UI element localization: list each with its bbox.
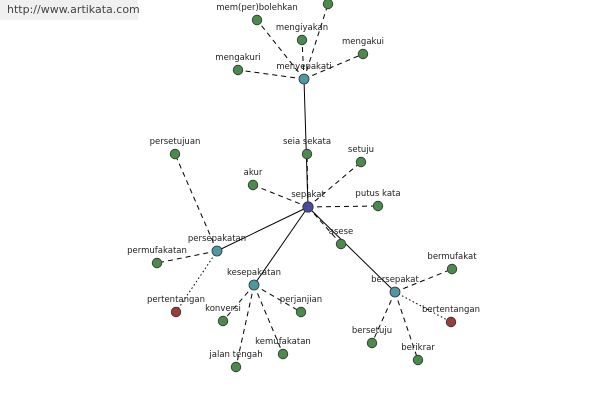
label-menyepakati[interactable]: menyepakati [276,62,331,72]
node-mem-per-bolehkan[interactable] [251,14,263,26]
label-mengakuri[interactable]: mengakuri [215,53,260,63]
label-konversi[interactable]: konversi [205,304,241,314]
label-persetujuan[interactable]: persetujuan [150,137,201,147]
label-jalan-tengah[interactable]: jalan tengah [208,350,262,360]
label-persepakatan[interactable]: persepakatan [188,234,246,244]
node-putus-kata[interactable] [372,200,384,212]
node-top-unlabeled[interactable] [322,0,334,10]
edge-kesepakatan-konversi [222,284,255,322]
label-berikrar[interactable]: berikrar [401,343,435,353]
edge-menyepakati-mengakui [303,53,364,80]
edge-sepakat-akur [252,184,309,208]
label-asese[interactable]: asese [329,227,354,237]
node-perjanjian[interactable] [295,306,307,318]
node-bersepakat[interactable] [389,286,401,298]
edge-kesepakatan-perjanjian [253,284,302,313]
label-sepakat[interactable]: sepakat [291,190,325,200]
node-mengakuri[interactable] [232,64,244,76]
label-mengiyakan[interactable]: mengiyakan [276,23,328,33]
edge-sepakat-setuju [307,161,362,208]
node-sepakat[interactable] [302,201,314,213]
node-bersetuju[interactable] [366,337,378,349]
label-bersepakat[interactable]: bersepakat [371,275,419,285]
node-seia-sekata[interactable] [301,148,313,160]
edge-menyepakati-top-unlabeled [303,3,329,80]
edge-sepakat-persepakatan [216,206,309,252]
node-mengiyakan[interactable] [296,34,308,46]
edge-sepakat-bersepakat [307,206,396,293]
label-kemufakatan[interactable]: kemufakatan [255,337,311,347]
edge-menyepakati-mengiyakan [301,39,305,80]
label-bersetuju[interactable]: bersetuju [352,326,392,336]
node-bermufakat[interactable] [446,263,458,275]
node-permufakatan[interactable] [151,257,163,269]
node-menyepakati[interactable] [298,73,310,85]
node-asese[interactable] [335,238,347,250]
node-kesepakatan[interactable] [248,279,260,291]
label-kesepakatan[interactable]: kesepakatan [227,268,281,278]
edges-layer [156,3,453,368]
node-kemufakatan[interactable] [277,348,289,360]
node-akur[interactable] [247,179,259,191]
edge-sepakat-asese [307,206,342,245]
label-bertentangan[interactable]: bertentangan [422,305,480,315]
site-url[interactable]: http://www.artikata.com [0,0,140,20]
node-jalan-tengah[interactable] [230,361,242,373]
node-persetujuan[interactable] [169,148,181,160]
label-mengakui[interactable]: mengakui [342,37,384,47]
node-mengakui[interactable] [357,48,369,60]
edge-menyepakati-mengakuri [237,69,305,80]
label-bermufakat[interactable]: bermufakat [427,252,477,262]
edge-sepakat-putus-kata [307,205,379,208]
edge-sepakat-kesepakatan [253,206,309,286]
node-setuju[interactable] [355,156,367,168]
edge-persepakatan-pertentangan-left [175,250,218,313]
node-konversi[interactable] [217,315,229,327]
label-putus-kata[interactable]: putus kata [355,189,400,199]
node-bertentangan[interactable] [445,316,457,328]
label-pertentangan-left[interactable]: pertentangan [147,295,205,305]
edge-bersepakat-bermufakat [394,268,453,293]
node-persepakatan[interactable] [211,245,223,257]
label-perjanjian[interactable]: perjanjian [280,295,322,305]
edge-bersepakat-bersetuju [371,291,396,344]
labels-layer: sepakat menyepakati persepakatan kesepakata… [127,3,480,360]
label-seia-sekata[interactable]: seia sekata [283,137,331,147]
nodes-layer [151,0,458,373]
node-pertentangan-left[interactable] [170,306,182,318]
label-akur[interactable]: akur [244,168,263,178]
edge-kesepakatan-jalan-tengah [235,284,255,368]
label-setuju[interactable]: setuju [348,145,374,155]
edge-menyepakati-mem-per-bolehkan [256,19,305,80]
label-mem-per-bolehkan[interactable]: mem(per)bolehkan [216,3,298,13]
edge-bersepakat-bertentangan [394,291,452,323]
edge-persepakatan-permufakatan [156,250,218,264]
label-permufakatan[interactable]: permufakatan [127,246,187,256]
edge-kesepakatan-kemufakatan [253,284,284,355]
edge-bersepakat-berikrar [394,291,419,361]
node-berikrar[interactable] [412,354,424,366]
